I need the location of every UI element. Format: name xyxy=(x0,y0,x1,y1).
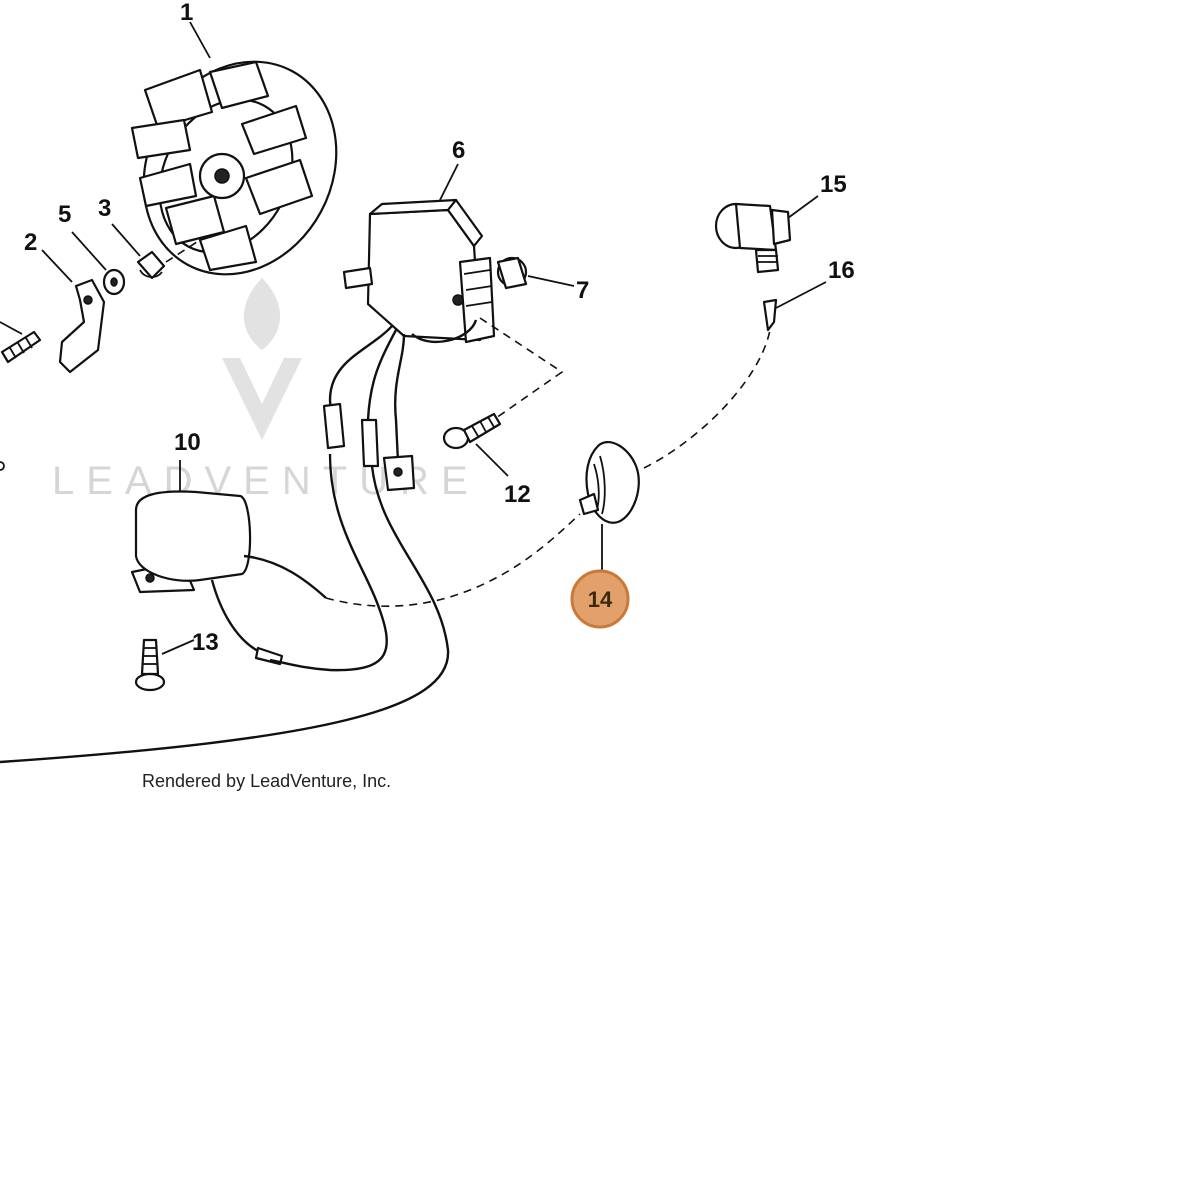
callout-10: 10 xyxy=(174,429,201,456)
callout-6: 6 xyxy=(452,137,465,164)
key-part xyxy=(111,223,201,280)
module-mount-guide xyxy=(479,317,564,419)
spark-plug-cap-part xyxy=(714,195,819,274)
callout-1: 1 xyxy=(180,0,193,26)
ignition-module-part xyxy=(342,163,496,344)
callout-15: 15 xyxy=(820,171,847,198)
wire-harness xyxy=(0,329,771,764)
highlighted-callout-14[interactable]: 14 xyxy=(570,569,630,629)
highlight-badge xyxy=(570,569,630,629)
bracket-part xyxy=(41,249,106,374)
watermark-text: LEADVENTURE xyxy=(52,459,480,503)
flywheel-part xyxy=(130,21,338,276)
spark-plug-boot-part xyxy=(578,441,640,572)
coil-bolt-part xyxy=(134,638,195,692)
callout-16: 16 xyxy=(828,257,855,284)
washer-part xyxy=(71,231,126,296)
screw-12-part xyxy=(442,412,509,477)
watermark-logo-icon xyxy=(222,278,302,440)
ignition-coil-part xyxy=(130,460,327,666)
callout-7: 7 xyxy=(576,277,589,304)
terminal-part xyxy=(762,281,827,332)
callout-14: 14 xyxy=(588,587,613,612)
callout-2: 2 xyxy=(24,229,37,256)
module-wires xyxy=(322,319,478,492)
render-credit: Rendered by LeadVenture, Inc. xyxy=(142,771,391,791)
callout-3: 3 xyxy=(98,195,111,222)
callout-12: 12 xyxy=(504,481,531,508)
callout-13: 13 xyxy=(192,629,219,656)
callout-labels: 1 2 3 5 6 7 10 12 13 15 16 xyxy=(24,0,855,656)
screw-left-part xyxy=(0,321,42,471)
callout-5: 5 xyxy=(58,201,71,228)
spacer-part xyxy=(496,256,575,290)
